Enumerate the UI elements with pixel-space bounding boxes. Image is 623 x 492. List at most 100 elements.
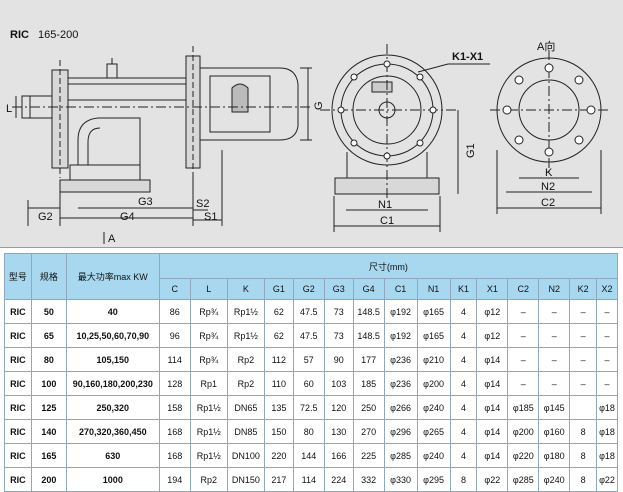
table-cell-c2: φ285 (507, 467, 540, 492)
table-cell-k2 (569, 395, 598, 420)
technical-drawing: RIC 165-200 A向 K1-X1 L G G1 G2 G3 G4 S2 … (0, 0, 623, 248)
table-cell-model: RIC (4, 443, 32, 468)
table-cell-c2: – (507, 347, 540, 372)
table-cell-n1: φ165 (416, 299, 451, 324)
table-cell-g2: 144 (292, 443, 325, 468)
table-cell-x2: – (596, 347, 618, 372)
table-cell-x2: φ18 (596, 443, 618, 468)
table-cell-k: DN85 (226, 419, 265, 444)
table-cell-k1: 4 (449, 443, 478, 468)
table-cell-x2: – (596, 371, 618, 396)
table-cell-n1: φ240 (416, 443, 451, 468)
dim-g3: G3 (138, 196, 153, 208)
table-cell-power: 90,160,180,200,230 (65, 371, 160, 396)
table-cell-g2: 80 (292, 419, 325, 444)
table-cell-g4: 332 (352, 467, 385, 492)
table-cell-x1: φ12 (476, 323, 509, 348)
dim-g4: G4 (120, 211, 135, 223)
table-cell-x2: φ18 (596, 395, 618, 420)
table-cell-c: 168 (158, 443, 191, 468)
table-cell-l: Rp1½ (189, 395, 228, 420)
dim-group-header: 尺寸(mm) (158, 253, 619, 279)
table-cell-k1: 4 (449, 371, 478, 396)
table-cell-g1: 220 (263, 443, 294, 468)
dim-col-header: X1 (476, 278, 509, 300)
table-cell-c: 86 (158, 299, 191, 324)
dim-n2: N2 (541, 181, 555, 193)
dim-col-header: N1 (416, 278, 451, 300)
table-cell-g3: 73 (323, 323, 354, 348)
table-cell-g2: 47.5 (292, 299, 325, 324)
dim-col-header: C1 (383, 278, 418, 300)
dim-s1: S1 (204, 211, 217, 223)
table-cell-k1: 8 (449, 467, 478, 492)
table-cell-g3: 90 (323, 347, 354, 372)
dim-n1: N1 (378, 199, 392, 211)
table-cell-g4: 225 (352, 443, 385, 468)
dim-col-header: C (158, 278, 191, 300)
dim-k: K (545, 167, 553, 179)
table-cell-model: RIC (4, 395, 32, 420)
table-cell-spec: 100 (30, 371, 67, 396)
table-cell-g4: 185 (352, 371, 385, 396)
table-cell-c1: φ285 (383, 443, 418, 468)
table-cell-x2: φ22 (596, 467, 618, 492)
table-cell-c2: – (507, 299, 540, 324)
table-cell-c: 114 (158, 347, 191, 372)
section-label: K1-X1 (452, 51, 483, 63)
table-cell-k1: 4 (449, 299, 478, 324)
table-cell-k1: 4 (449, 323, 478, 348)
col-power-header: 最大功率max KW (65, 253, 160, 300)
table-cell-spec: 50 (30, 299, 67, 324)
view-a-label: A向 (537, 39, 555, 53)
dim-col-header: K2 (569, 278, 598, 300)
table-cell-c1: φ192 (383, 299, 418, 324)
table-cell-k1: 4 (449, 395, 478, 420)
table-cell-l: Rp¾ (189, 323, 228, 348)
table-cell-g1: 62 (263, 323, 294, 348)
table-cell-c2: φ185 (507, 395, 540, 420)
table-cell-k: Rp2 (226, 347, 265, 372)
table-cell-n2: φ240 (538, 467, 571, 492)
table-cell-l: Rp¾ (189, 347, 228, 372)
table-cell-n2: – (538, 299, 571, 324)
table-cell-c1: φ236 (383, 347, 418, 372)
dim-a: A (108, 233, 116, 245)
table-cell-g2: 57 (292, 347, 325, 372)
table-cell-n2: – (538, 347, 571, 372)
table-cell-k2: 8 (569, 419, 598, 444)
table-cell-c1: φ266 (383, 395, 418, 420)
table-cell-c: 96 (158, 323, 191, 348)
table-cell-l: Rp2 (189, 467, 228, 492)
table-cell-k: DN65 (226, 395, 265, 420)
table-cell-n2: φ145 (538, 395, 571, 420)
table-cell-c1: φ330 (383, 467, 418, 492)
table-cell-g1: 62 (263, 299, 294, 324)
table-cell-x1: φ14 (476, 347, 509, 372)
dim-col-header: K1 (449, 278, 478, 300)
table-cell-g1: 217 (263, 467, 294, 492)
table-cell-k1: 4 (449, 419, 478, 444)
table-cell-k2: – (569, 371, 598, 396)
table-cell-g2: 72.5 (292, 395, 325, 420)
table-cell-x2: φ18 (596, 419, 618, 444)
table-cell-l: Rp¾ (189, 299, 228, 324)
table-cell-spec: 80 (30, 347, 67, 372)
table-cell-g3: 224 (323, 467, 354, 492)
table-cell-x1: φ12 (476, 299, 509, 324)
table-cell-power: 630 (65, 443, 160, 468)
table-cell-model: RIC (4, 299, 32, 324)
table-cell-c2: φ200 (507, 419, 540, 444)
dim-col-header: N2 (538, 278, 571, 300)
table-cell-model: RIC (4, 467, 32, 492)
table-cell-model: RIC (4, 419, 32, 444)
table-cell-g1: 110 (263, 371, 294, 396)
table-cell-n1: φ240 (416, 395, 451, 420)
table-cell-g4: 250 (352, 395, 385, 420)
dim-col-header: G3 (323, 278, 354, 300)
